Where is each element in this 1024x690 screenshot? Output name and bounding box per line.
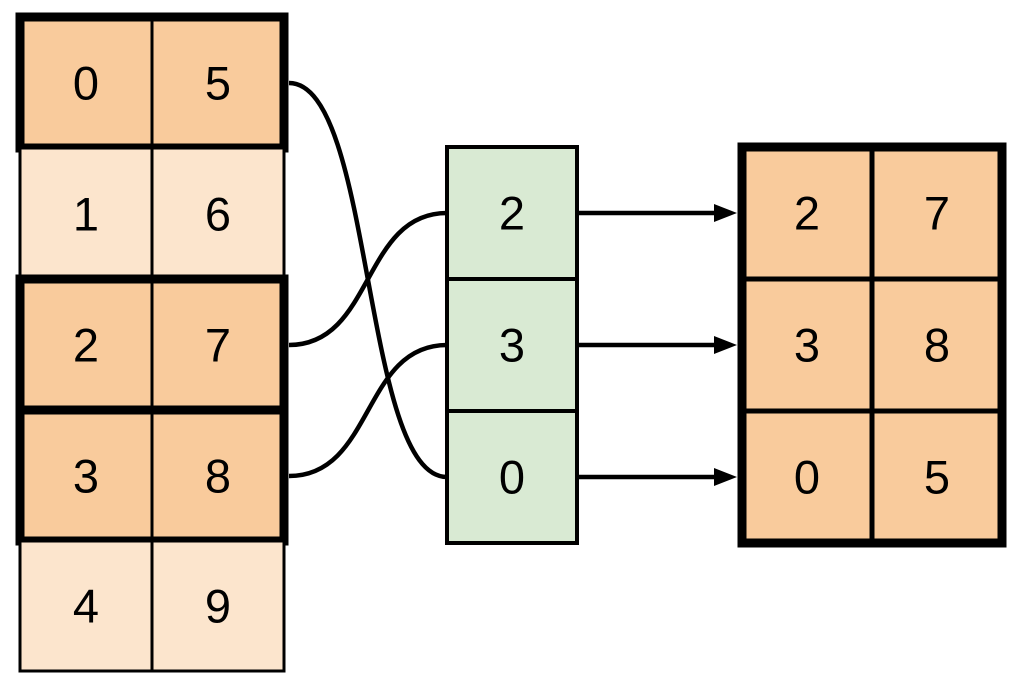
source-cell-3-0 <box>18 408 154 543</box>
index-cell-value: 3 <box>499 319 525 372</box>
arrowhead-right-icon <box>714 204 737 222</box>
index-column: 2 3 0 <box>445 145 579 545</box>
source-cell-4-0 <box>18 539 154 673</box>
result-cell-2-0 <box>739 408 875 546</box>
curve-source-row2-to-index-2 <box>288 210 448 348</box>
result-table-outline <box>737 142 1007 548</box>
arrow-index3-to-result-row1 <box>579 336 737 354</box>
result-cell-value: 5 <box>924 451 950 504</box>
source-cell-value: 4 <box>73 580 99 633</box>
source-cell-value: 3 <box>73 450 99 503</box>
source-cell-value: 5 <box>205 57 231 110</box>
arrow-index0-to-result-row2 <box>579 468 737 486</box>
connector-curves <box>288 80 448 480</box>
connector-arrows <box>579 204 737 486</box>
result-cell-value: 0 <box>794 451 820 504</box>
index-cell-2 <box>445 409 579 545</box>
index-cell-1 <box>445 277 579 413</box>
source-cell-value: 0 <box>73 57 99 110</box>
source-cell-value: 1 <box>73 188 99 241</box>
source-cell-value: 8 <box>205 450 231 503</box>
source-cell-value: 6 <box>205 188 231 241</box>
source-cell-0-0 <box>18 15 154 150</box>
source-cell-0-1 <box>150 15 286 150</box>
result-row-1: 3 8 <box>739 276 1005 414</box>
curve-source-row3-to-index-3 <box>288 342 448 479</box>
result-table: 2 7 3 8 0 5 <box>737 142 1007 548</box>
source-cell-value: 7 <box>205 319 231 372</box>
source-row-1: 1 6 <box>18 146 286 281</box>
index-cell-value: 2 <box>499 187 525 240</box>
arrowhead-right-icon <box>714 336 737 354</box>
source-table: 0 5 1 6 2 7 3 8 4 <box>15 12 289 673</box>
arrowhead-right-icon <box>714 468 737 486</box>
source-cell-value: 9 <box>205 580 231 633</box>
result-cell-value: 2 <box>794 187 820 240</box>
source-cell-2-1 <box>150 277 286 412</box>
source-cell-4-1 <box>150 539 286 673</box>
result-cell-2-1 <box>869 408 1005 546</box>
arrow-index2-to-result-row0 <box>579 204 737 222</box>
source-row-0: 0 5 <box>15 12 289 153</box>
index-cell-value: 0 <box>499 451 525 504</box>
source-row-2: 2 7 <box>15 274 289 415</box>
result-cell-value: 8 <box>924 319 950 372</box>
result-row-0: 2 7 <box>739 144 1005 282</box>
source-cell-1-1 <box>150 146 286 281</box>
result-cell-value: 3 <box>794 319 820 372</box>
result-cell-value: 7 <box>924 187 950 240</box>
source-row-4: 4 9 <box>18 539 286 673</box>
result-row-2: 0 5 <box>739 408 1005 546</box>
source-row-3: 3 8 <box>15 405 289 546</box>
source-cell-value: 2 <box>73 319 99 372</box>
